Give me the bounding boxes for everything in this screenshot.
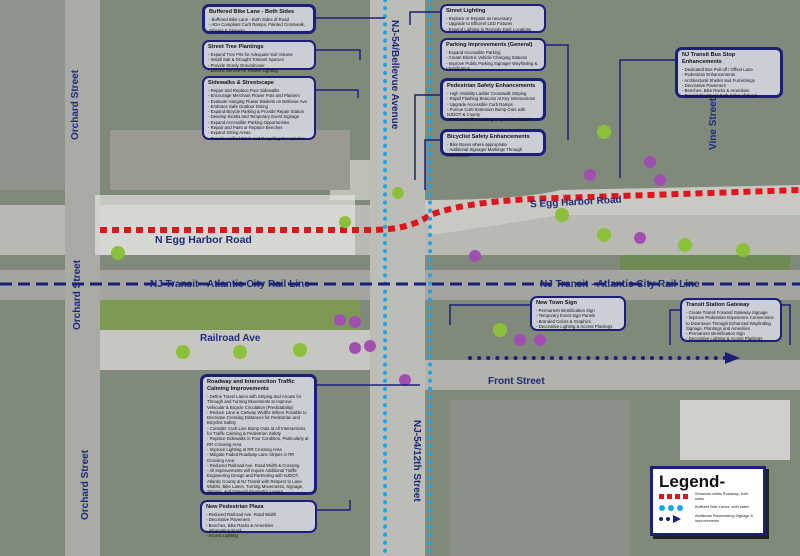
callout-buffered-bike-lane: Buffered Bike Lane - Both SidesBuffered … xyxy=(202,4,316,34)
street-label-orchard-mid: Orchard Street xyxy=(72,259,83,330)
legend: Legend- Sharrows within Roadway- both si… xyxy=(650,466,766,536)
street-label-vine: Vine Street xyxy=(708,97,719,150)
callout-street-trees: Street Tree PlantingsExpand Tree Pits fo… xyxy=(202,40,316,73)
callout-bicyclist-safety: Bicyclist Safety EnhancementsBike Boxes … xyxy=(440,129,546,158)
callout-street-lighting: Street LightingReplace or Repaint as nec… xyxy=(440,4,546,33)
legend-item-placemaking: Additional Placemaking Signage & Improve… xyxy=(659,513,757,524)
callout-pedestrian-plaza: New Pedestrian PlazaReduced Railroad Ave… xyxy=(200,500,317,538)
street-label-n-egg-harbor: N Egg Harbor Road xyxy=(155,234,252,246)
callout-town-sign: New Town SignPermanent Identification Si… xyxy=(530,296,626,331)
legend-title: Legend- xyxy=(659,472,726,491)
navy-arrow-icon xyxy=(659,514,689,523)
street-label-orchard-north: Orchard Street xyxy=(70,69,81,140)
red-square-icon xyxy=(659,494,689,499)
callout-transit-gateway: Transit Station GatewayCreate Transit Fo… xyxy=(680,298,782,342)
callout-parking: Parking Improvements (General)Expand Acc… xyxy=(440,38,546,71)
placemaking-arrow-icon xyxy=(725,352,740,364)
street-label-orchard-south: Orchard Street xyxy=(80,449,91,520)
blue-dot-icon xyxy=(659,504,689,511)
legend-item-bike-lanes: Buffered Bike Lanes- both sides xyxy=(659,502,757,513)
street-label-railroad-ave: Railroad Ave xyxy=(200,333,261,344)
street-label-front: Front Street xyxy=(488,376,545,387)
street-label-12th: NJ-54/12th Street xyxy=(411,420,422,502)
callout-pedestrian-safety: Pedestrian Safety EnhancementsHigh Visib… xyxy=(440,78,546,122)
callout-bus-stop: NJ Transit Bus Stop EnhancementsDedicate… xyxy=(675,47,783,98)
rail-label-west: NJ Transit - Atlantic City Rail Line xyxy=(150,279,310,290)
rail-label-east: NJ Transit - Atlantic City Rail Line xyxy=(540,279,700,290)
callout-roadway-traffic-calming: Roadway and Intersection Traffic Calming… xyxy=(200,374,317,495)
sharrow-route xyxy=(100,187,800,233)
callout-title: Buffered Bike Lane - Both Sides xyxy=(209,9,295,15)
leader-lines xyxy=(315,11,791,511)
street-trees xyxy=(111,125,750,386)
callout-sidewalks: Sidewalks & StreetscapeRepair and Replac… xyxy=(202,76,316,141)
legend-item-sharrows: Sharrows within Roadway- both sides xyxy=(659,491,757,502)
street-label-bellevue: NJ-54/Bellevue Avenue xyxy=(389,20,400,130)
